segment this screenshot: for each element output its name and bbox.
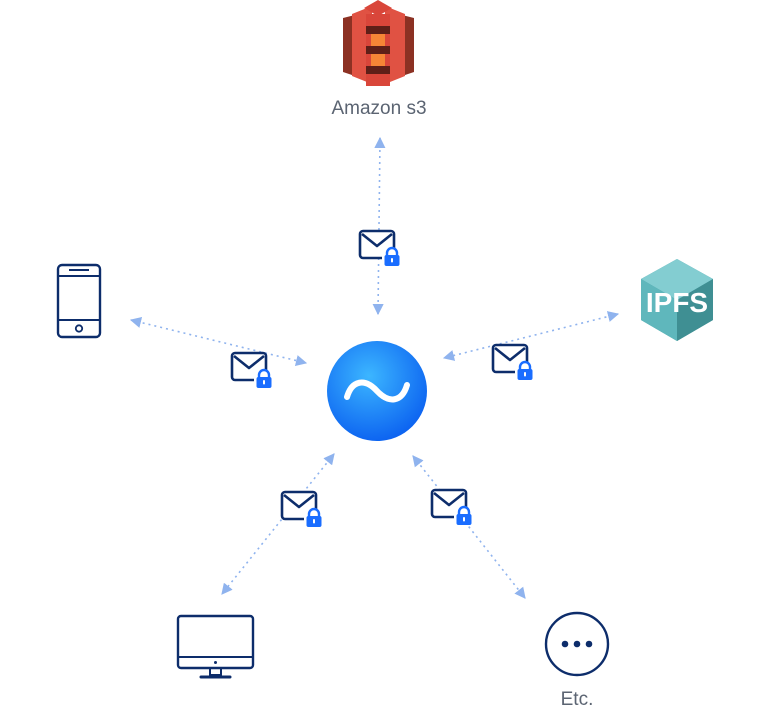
- encrypted-mail-icon: [280, 490, 326, 529]
- tilde-glyph: [344, 379, 410, 403]
- encrypted-mail-icon: [491, 343, 537, 382]
- connection-phone: [129, 316, 308, 367]
- more-dots-icon: [544, 611, 610, 677]
- encrypted-mail-icon: [230, 351, 276, 390]
- ipfs-hexagon-icon: IPFS: [641, 259, 713, 341]
- encrypted-mail-icon: [358, 229, 404, 268]
- node-etc: Etc.: [544, 611, 610, 710]
- node-ipfs: IPFS: [641, 259, 713, 341]
- node-label-s3: Amazon s3: [331, 98, 426, 119]
- hub-node: [327, 341, 427, 441]
- connection-etc: [412, 455, 526, 599]
- ipfs-logo-text: IPFS: [646, 287, 708, 318]
- encrypted-mail-icon: [430, 488, 476, 527]
- node-desktop: [176, 614, 255, 679]
- amazon-s3-bucket-icon: [343, 0, 414, 86]
- desktop-monitor-icon: [176, 614, 255, 679]
- connection-s3: [372, 136, 386, 316]
- connection-ipfs: [442, 311, 620, 361]
- smartphone-icon: [56, 263, 102, 339]
- node-amazon-s3: Amazon s3: [331, 0, 427, 119]
- connection-lines: [129, 136, 620, 599]
- node-phone: [56, 263, 102, 339]
- node-label-etc: Etc.: [561, 689, 594, 710]
